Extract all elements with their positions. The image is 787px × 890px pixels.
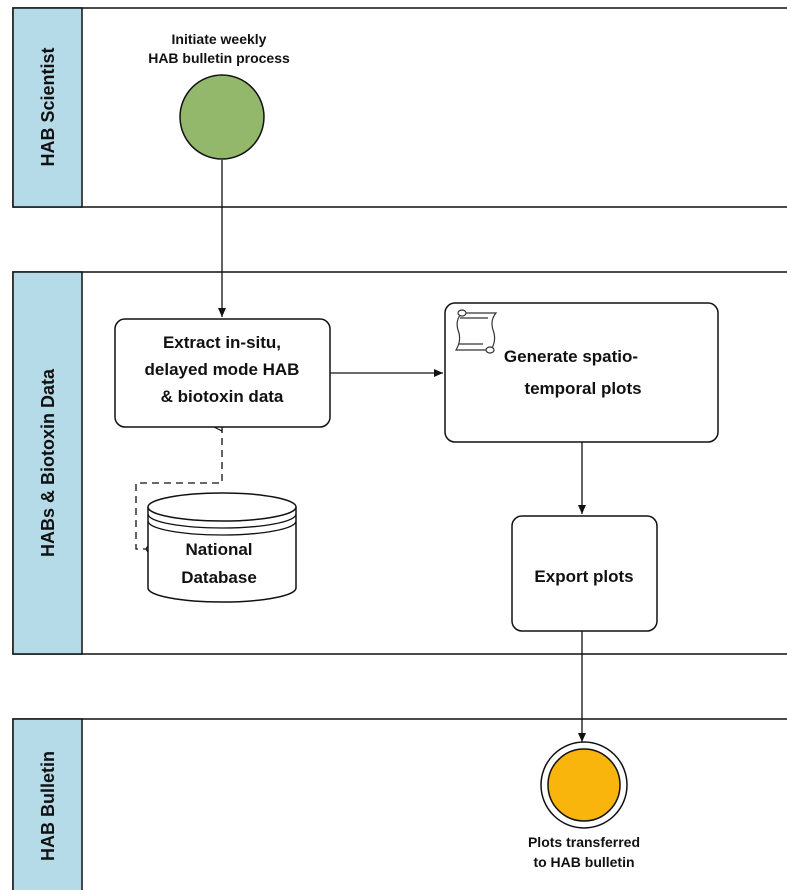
start-event-label-line1: Initiate weekly — [172, 31, 267, 47]
task-box — [444, 302, 719, 443]
lane-hab-scientist: HAB Scientist — [12, 7, 787, 208]
task-export-plots[interactable]: Export plots — [511, 515, 658, 632]
lane-title: HAB Bulletin — [38, 751, 58, 861]
datastore-label-line2: Database — [181, 568, 257, 587]
task-label-line2: temporal plots — [524, 379, 641, 398]
task-label-line2: delayed mode HAB — [145, 360, 300, 379]
task-generate-plots[interactable]: Generate spatio- temporal plots — [444, 302, 719, 443]
end-event[interactable]: Plots transferred to HAB bulletin — [528, 741, 640, 870]
task-label-line3: & biotoxin data — [161, 387, 284, 406]
lane-title: HAB Scientist — [38, 47, 58, 166]
lane-body — [12, 7, 787, 208]
start-event[interactable]: Initiate weekly HAB bulletin process — [148, 31, 290, 160]
task-extract-data[interactable]: Extract in-situ, delayed mode HAB & biot… — [114, 318, 331, 428]
datastore-national-database[interactable]: National Database — [147, 492, 297, 603]
end-event-label-line2: to HAB bulletin — [533, 854, 634, 870]
lane-header — [12, 7, 83, 208]
task-label-line1: Extract in-situ, — [163, 333, 281, 352]
start-event-circle — [179, 74, 265, 160]
task-label-line1: Export plots — [534, 567, 633, 586]
end-event-label-line1: Plots transferred — [528, 834, 640, 850]
task-box — [114, 318, 331, 428]
lane-body — [12, 718, 787, 890]
lane-header — [12, 271, 83, 655]
data-association-database-to-extract — [135, 427, 223, 550]
task-box — [511, 515, 658, 632]
datastore-ring — [147, 513, 297, 529]
datastore-label-line1: National — [185, 540, 252, 559]
datastore-top — [147, 492, 297, 522]
task-label-line1: Generate spatio- — [504, 347, 638, 366]
start-event-label-line2: HAB bulletin process — [148, 50, 290, 66]
end-event-inner-circle — [547, 748, 621, 822]
lane-title: HABs & Biotoxin Data — [38, 368, 58, 557]
script-icon — [454, 309, 498, 354]
lane-hab-bulletin: HAB Bulletin — [12, 718, 787, 890]
datastore-body — [147, 507, 297, 603]
lane-header — [12, 718, 83, 890]
datastore-ring — [147, 520, 297, 536]
